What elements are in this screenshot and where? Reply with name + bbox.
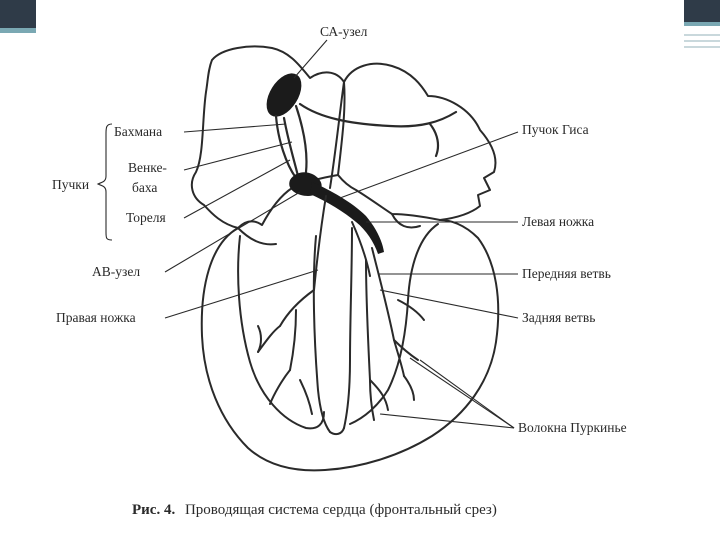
purkinje-right-5 bbox=[299, 379, 313, 415]
leader-his-bundle bbox=[339, 131, 519, 199]
label-bakhmann: Бахмана bbox=[114, 124, 162, 139]
purkinje-left-1 bbox=[393, 339, 419, 361]
left-atrium-outline bbox=[337, 62, 497, 221]
purkinje-left-4 bbox=[403, 375, 415, 401]
purkinje-right-6 bbox=[257, 325, 262, 353]
bachmann-tract-branch bbox=[428, 122, 440, 158]
figure-caption: Рис. 4. Проводящая система сердца (фронт… bbox=[132, 502, 497, 518]
leader-purkinje-1 bbox=[409, 357, 515, 429]
slide-corner-accent-right bbox=[684, 22, 720, 26]
label-wenckebach-line2: баха bbox=[132, 180, 157, 195]
bachmann-tract bbox=[298, 102, 458, 128]
septum-apex bbox=[329, 427, 345, 436]
leader-av-node bbox=[164, 191, 301, 273]
right-atrium-outline bbox=[190, 45, 346, 229]
anterior-fascicle bbox=[371, 247, 405, 377]
left-bundle-branch bbox=[351, 221, 371, 277]
left-ventricle-inner-wall bbox=[349, 223, 439, 425]
label-purkinje: Волокна Пуркинье bbox=[518, 420, 627, 435]
label-av-node: АВ-узел bbox=[92, 264, 140, 279]
purkinje-left-3 bbox=[369, 379, 389, 411]
ventricles-outline bbox=[200, 219, 500, 472]
his-bundle bbox=[310, 182, 384, 254]
leader-posterior-branch bbox=[379, 289, 519, 319]
slide-corner-line bbox=[684, 40, 720, 42]
mitral-outline bbox=[391, 213, 421, 229]
purkinje-right-1 bbox=[279, 289, 315, 327]
tricuspid-outline bbox=[237, 227, 277, 246]
purkinje-left-2 bbox=[397, 299, 425, 321]
right-ventricle-inner-wall bbox=[237, 235, 325, 430]
leader-sa-node bbox=[293, 39, 328, 79]
figure-caption-text: Проводящая система сердца (фронтальный с… bbox=[185, 502, 497, 518]
right-bundle-branch bbox=[313, 195, 327, 291]
label-anterior-branch: Передняя ветвь bbox=[522, 266, 611, 281]
leader-thorel bbox=[183, 159, 291, 219]
leader-bakhmann bbox=[183, 123, 287, 133]
atrial-septum bbox=[329, 81, 345, 189]
interventricular-septum-right-edge bbox=[343, 227, 353, 429]
tract-to-av bbox=[294, 104, 308, 174]
label-his-bundle: Пучок Гиса bbox=[522, 122, 589, 137]
leader-right-branch bbox=[164, 269, 319, 319]
purkinje-right-4 bbox=[269, 369, 291, 405]
label-left-branch: Левая ножка bbox=[522, 214, 594, 229]
slide-corner-line bbox=[684, 46, 720, 48]
label-wenckebach-line1: Венке- bbox=[128, 160, 167, 175]
wenckebach-tract bbox=[282, 116, 300, 178]
thorel-tract bbox=[274, 114, 298, 180]
label-posterior-branch: Задняя ветвь bbox=[522, 310, 595, 325]
label-right-branch: Правая ножка bbox=[56, 310, 136, 325]
slide-corner-line bbox=[684, 34, 720, 36]
slide-corner-decoration-left bbox=[0, 0, 36, 32]
leader-purkinje-2 bbox=[419, 359, 515, 429]
label-bundles: Пучки bbox=[52, 177, 89, 192]
label-thorel: Тореля bbox=[126, 210, 166, 225]
bundles-bracket bbox=[96, 123, 113, 241]
leader-wenckebach bbox=[183, 141, 293, 171]
posterior-fascicle bbox=[365, 259, 375, 421]
sa-node bbox=[266, 73, 302, 117]
slide-corner-decoration-right bbox=[684, 0, 720, 22]
leader-purkinje-3 bbox=[379, 413, 515, 429]
purkinje-right-3 bbox=[289, 309, 297, 371]
slide-corner-accent-left bbox=[0, 28, 36, 33]
label-sa-node: СА-узел bbox=[320, 24, 368, 39]
figure-caption-number: Рис. 4. bbox=[132, 502, 175, 518]
